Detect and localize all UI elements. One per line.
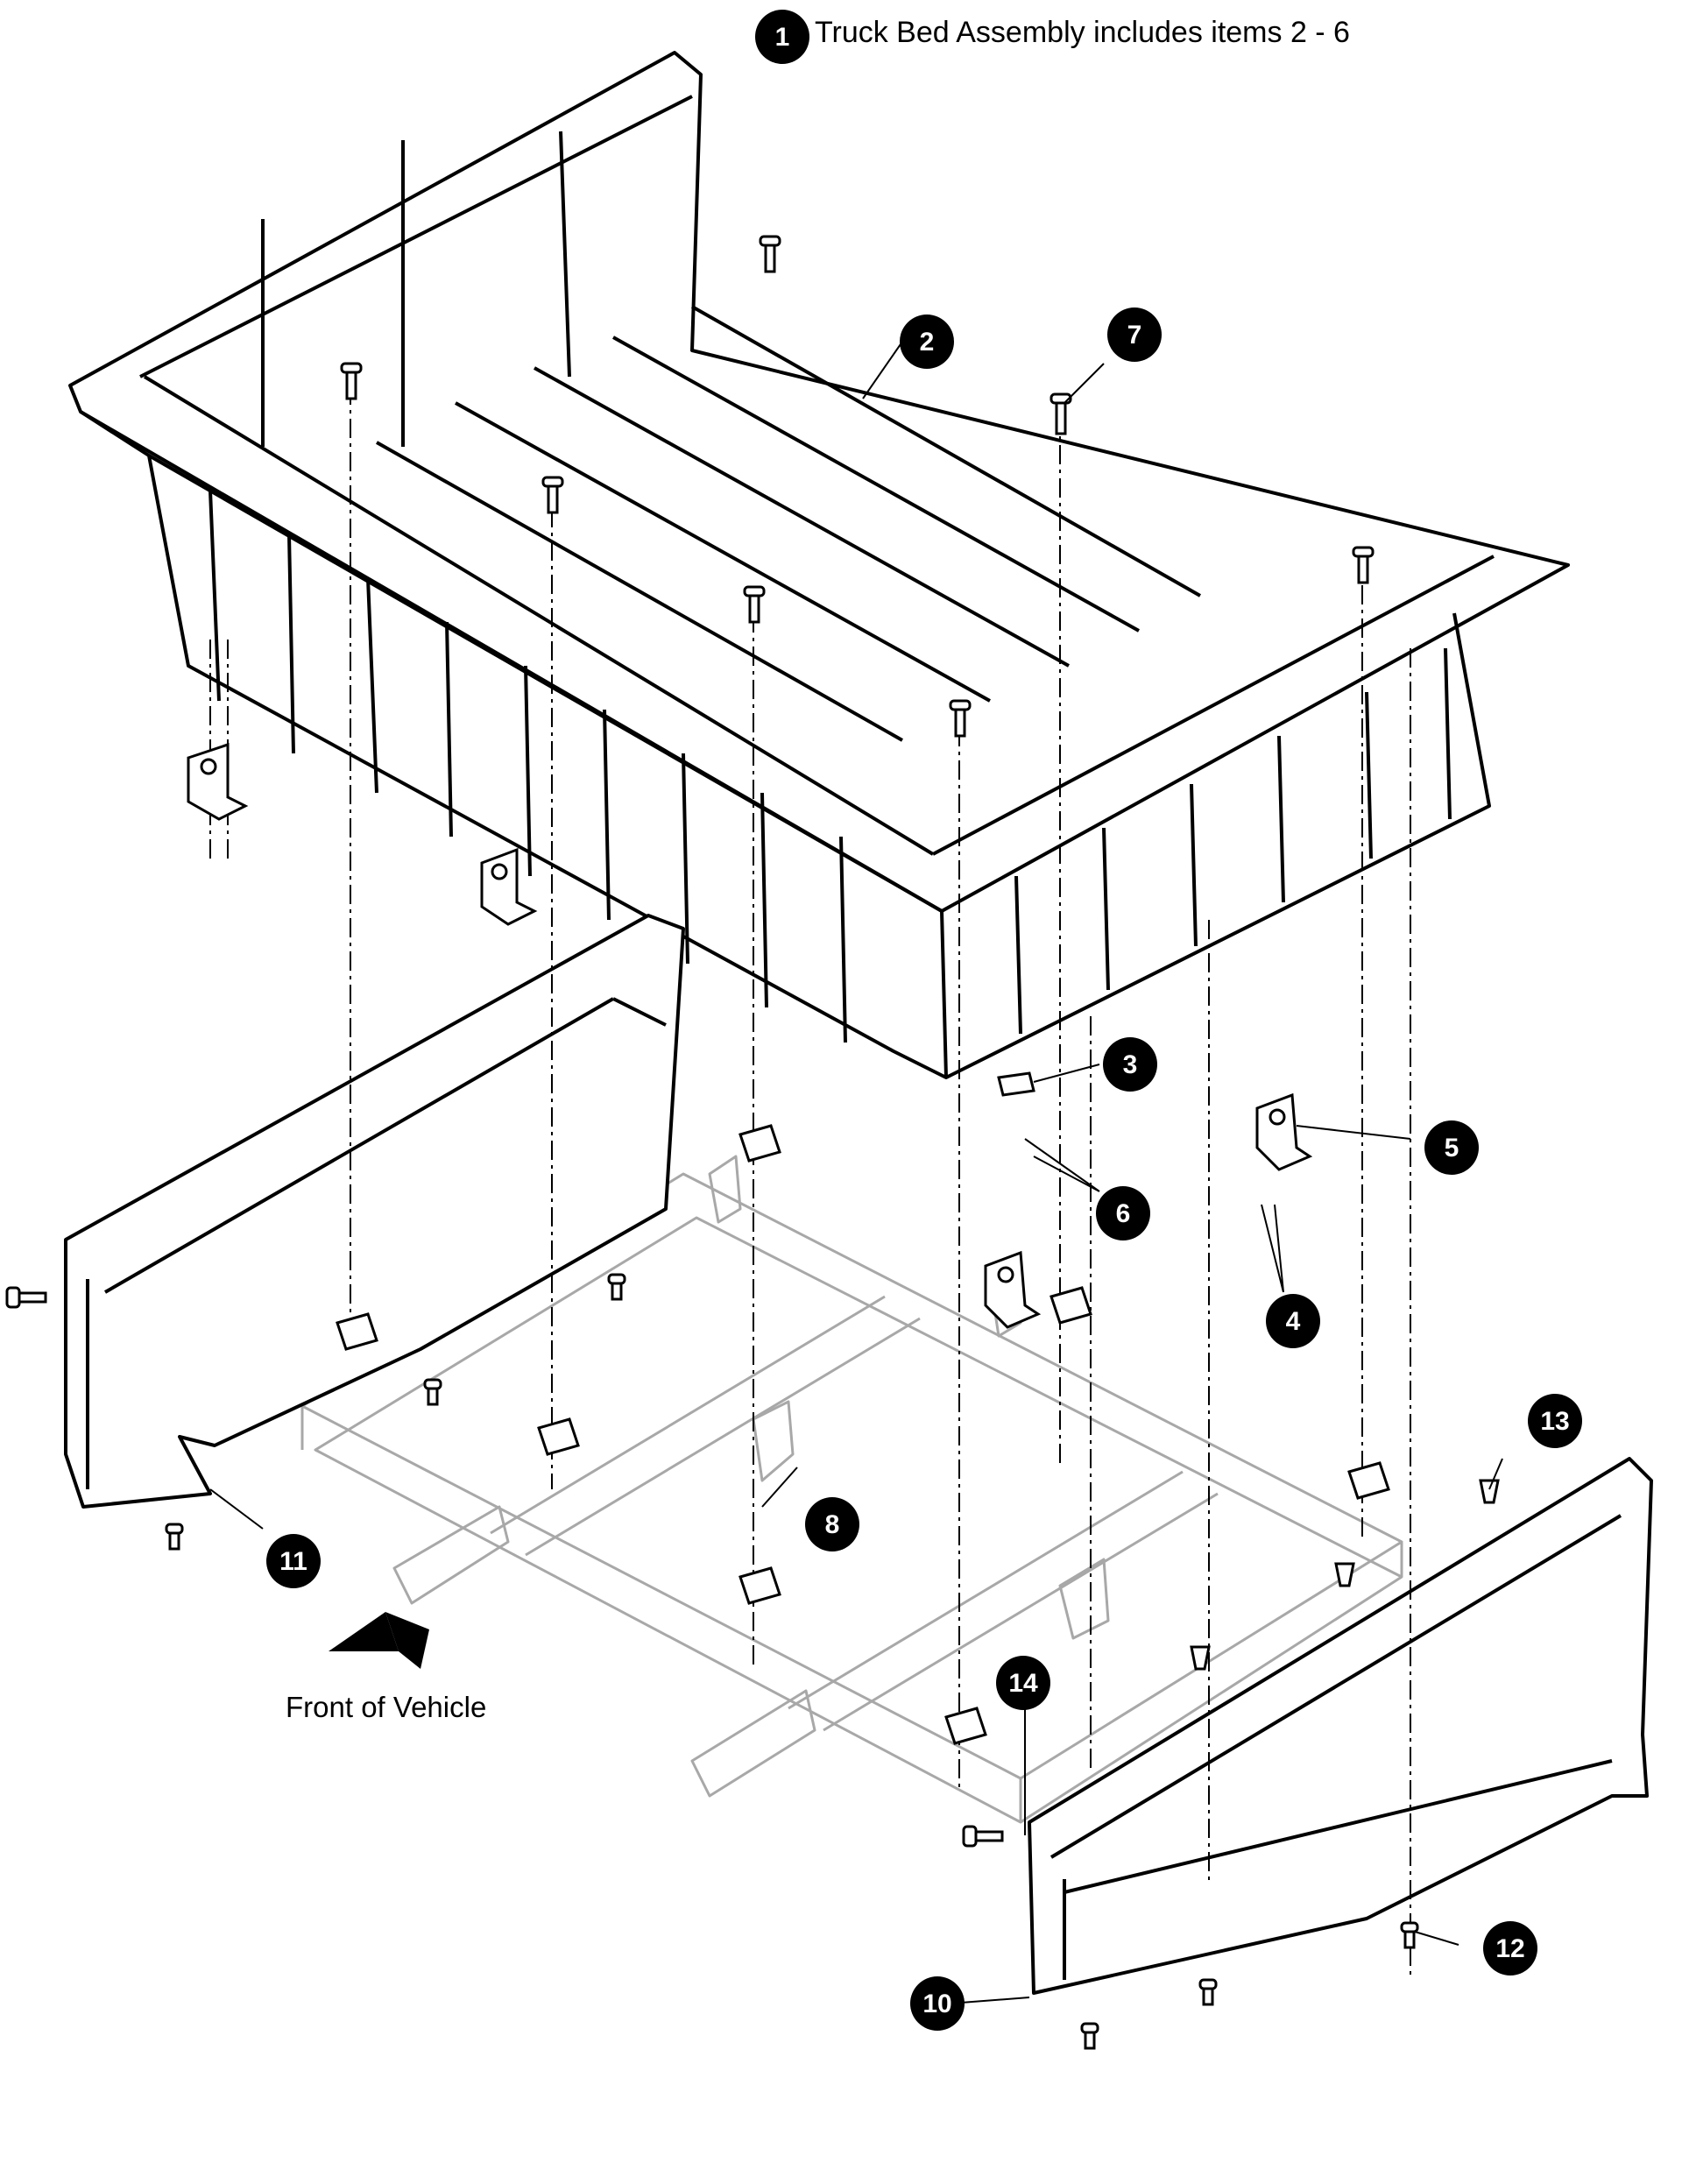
callout-5: 5 — [1424, 1120, 1479, 1175]
rear-panel — [1028, 1457, 1653, 1995]
callout-2: 2 — [900, 315, 954, 369]
left-side-panel — [64, 914, 685, 1509]
svg-text:2: 2 — [920, 328, 935, 357]
push-clip-icon — [1479, 1479, 1500, 1504]
bolt-icon — [607, 1273, 626, 1301]
bolt-icon — [1400, 1921, 1419, 1949]
callout-10: 10 — [910, 1976, 965, 2031]
bolt-icon — [5, 1286, 47, 1309]
bolt-icon — [423, 1378, 442, 1406]
clip-nut-icon — [997, 1071, 1035, 1097]
bolt-icon — [759, 235, 781, 273]
callout-12: 12 — [1483, 1921, 1537, 1975]
callout-6: 6 — [1096, 1186, 1150, 1240]
bolt-icon — [1352, 546, 1375, 584]
clip-nut-icon — [739, 1124, 781, 1163]
svg-text:1: 1 — [775, 23, 790, 52]
callout-11: 11 — [266, 1534, 321, 1588]
callout-14: 14 — [996, 1656, 1050, 1710]
callout-8: 8 — [805, 1497, 859, 1551]
bolt-icon — [340, 362, 363, 400]
bolt-icon — [1080, 2022, 1099, 2050]
svg-text:12: 12 — [1495, 1934, 1524, 1963]
callout-13: 13 — [1528, 1394, 1582, 1448]
leader-lines — [209, 341, 1503, 2007]
svg-text:6: 6 — [1116, 1199, 1131, 1228]
bolt-icon — [949, 699, 972, 738]
front-arrow-icon — [329, 1612, 429, 1669]
bolt-icon — [743, 585, 766, 624]
bracket-icon — [984, 1250, 1042, 1329]
svg-text:5: 5 — [1445, 1134, 1459, 1163]
svg-text:10: 10 — [922, 1990, 951, 2018]
push-clip-icon — [1334, 1562, 1355, 1587]
bracket-icon — [187, 742, 249, 821]
svg-text:13: 13 — [1540, 1407, 1569, 1436]
svg-text:7: 7 — [1127, 321, 1142, 350]
bracket-icon — [480, 847, 538, 926]
bracket-icon — [1255, 1092, 1313, 1171]
bolt-icon — [165, 1523, 184, 1551]
bolt-icon — [962, 1825, 1004, 1848]
callout-3: 3 — [1103, 1037, 1157, 1092]
clip-nut-icon — [537, 1417, 580, 1456]
svg-text:8: 8 — [825, 1510, 840, 1539]
callout-4: 4 — [1266, 1294, 1320, 1348]
bolt-icon — [1198, 1978, 1218, 2006]
clip-nut-icon — [336, 1312, 378, 1351]
truck-bed — [68, 51, 1570, 1079]
clip-nut-icon — [739, 1566, 781, 1605]
push-clip-icon — [1190, 1645, 1211, 1671]
svg-text:4: 4 — [1286, 1307, 1301, 1336]
assembly-title: Truck Bed Assembly includes items 2 - 6 — [815, 16, 1350, 49]
callout-7: 7 — [1107, 307, 1162, 362]
svg-text:11: 11 — [279, 1547, 307, 1576]
clip-nut-icon — [1049, 1286, 1092, 1325]
svg-text:14: 14 — [1008, 1669, 1038, 1698]
front-of-vehicle-label: Front of Vehicle — [286, 1691, 487, 1723]
callout-1: 1 — [755, 10, 809, 64]
clip-nut-icon — [1347, 1461, 1390, 1500]
bolt-icon — [541, 476, 564, 514]
svg-text:3: 3 — [1123, 1050, 1138, 1079]
clip-nut-icon — [944, 1707, 987, 1745]
